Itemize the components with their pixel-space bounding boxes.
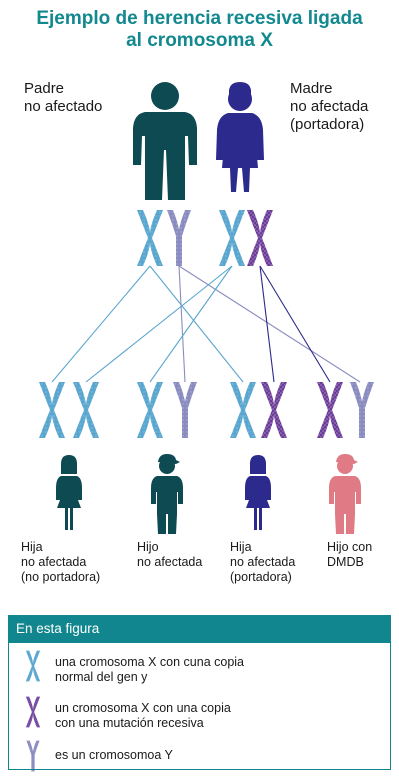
child-label-daughter2-line3: (portadora) [230,570,292,584]
legend-normal-x-text: una cromosoma X con cuna copia normal de… [55,655,375,685]
diagram-title: Ejemplo de herencia recesiva ligada al c… [0,8,399,52]
child-label-son1-line1: Hijo [137,540,159,554]
daughter1-x-chromosome-b [73,382,99,438]
mother-label: Madre no afectada (portadora) [290,80,368,134]
daughter1-figure [56,455,82,530]
legend-mutated-x-text: un cromosoma X con una copia con una mut… [55,701,375,731]
child-label-daughter2-line1: Hija [230,540,252,554]
mother-x-chromosome [219,210,245,266]
child-label-son1: Hijo no afectada [137,540,202,570]
inheritance-lines [51,265,361,383]
mother-label-line3: (portadora) [290,116,365,133]
child-label-daughter1-line3: (no portadora) [21,570,101,584]
child-label-daughter1: Hija no afectada (no portadora) [21,540,100,585]
title-line-1: Ejemplo de herencia recesiva ligada [36,8,363,29]
line-mother-x-to-son1 [149,265,233,383]
legend-y-icon [26,740,40,772]
father-label-line2: no afectado [24,98,103,115]
child-label-daughter1-line2: no afectada [21,555,87,569]
father-figure [133,82,197,200]
son2-y-chromosome [350,382,374,438]
mother-label-line1: Madre [290,80,333,97]
mother-figure [216,82,264,192]
mother-mutated-x-chromosome [247,210,273,266]
child-label-daughter2-line2: no afectada [230,555,296,569]
father-x-chromosome [137,210,163,266]
line-mother-mut-to-son2 [259,265,331,383]
line-father-x-to-daughter1 [51,265,151,383]
line-father-y-to-son1 [178,265,186,383]
legend-box [8,643,391,770]
legend-normal-x-line1: una cromosoma X con cuna copia [55,655,244,669]
legend-normal-x-icon [25,650,41,682]
son2-mutated-x-chromosome [317,382,343,438]
child-label-daughter1-line1: Hija [21,540,43,554]
son1-y-chromosome [173,382,197,438]
line-mother-x-to-daughter1 [85,265,233,383]
child-label-son2-line2: DMDB [327,555,364,569]
legend-y-text: es un cromosomoa Y [55,748,173,762]
father-y-chromosome [167,210,191,266]
line-mother-mut-to-daughter2 [259,265,275,383]
mother-label-line2: no afectada [290,98,369,115]
legend-normal-x-line2: normal del gen y [55,670,148,684]
line-father-x-to-daughter2 [149,265,244,383]
daughter2-mutated-x-chromosome [261,382,287,438]
daughter2-x-chromosome [230,382,256,438]
legend-header: En esta figura [8,615,391,643]
child-label-son1-line2: no afectada [137,555,203,569]
legend-mutated-x-line2: con una mutación recesiva [55,716,204,730]
legend-mutated-x-icon [25,696,41,728]
child-label-daughter2: Hija no afectada (portadora) [230,540,295,585]
child-label-son2-line1: Hijo con [327,540,373,554]
father-label-line1: Padre [24,80,65,97]
legend-mutated-x-line1: un cromosoma X con una copia [55,701,231,715]
father-label: Padre no afectado [24,80,102,116]
line-father-y-to-son2 [178,265,361,383]
daughter2-figure [245,455,271,530]
son2-affected-figure [329,454,361,534]
title-line-2: al cromosoma X [126,30,273,51]
child-label-son2: Hijo con DMDB [327,540,372,570]
son1-figure [151,454,183,534]
son1-x-chromosome [137,382,163,438]
daughter1-x-chromosome-a [39,382,65,438]
